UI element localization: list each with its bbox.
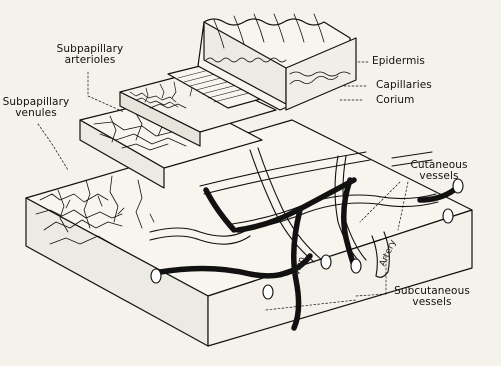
- label-subcutaneous-vessels: Subcutaneous vessels: [384, 286, 480, 308]
- label-corium: Corium: [376, 95, 414, 106]
- label-subpapillary-venules-line2: venules: [0, 108, 72, 119]
- label-subcutaneous-vessels-line2: vessels: [384, 297, 480, 308]
- label-cutaneous-vessels: Cutaneous vessels: [402, 160, 476, 182]
- label-capillaries: Capillaries: [376, 80, 432, 91]
- label-subpapillary-venules: Subpapillary venules: [0, 97, 72, 119]
- label-subpapillary-arterioles: Subpapillary arterioles: [50, 44, 130, 66]
- label-cutaneous-vessels-line2: vessels: [402, 171, 476, 182]
- subcutaneous-block: [26, 120, 472, 346]
- label-epidermis: Epidermis: [372, 56, 425, 67]
- label-subpapillary-arterioles-line2: arterioles: [50, 55, 130, 66]
